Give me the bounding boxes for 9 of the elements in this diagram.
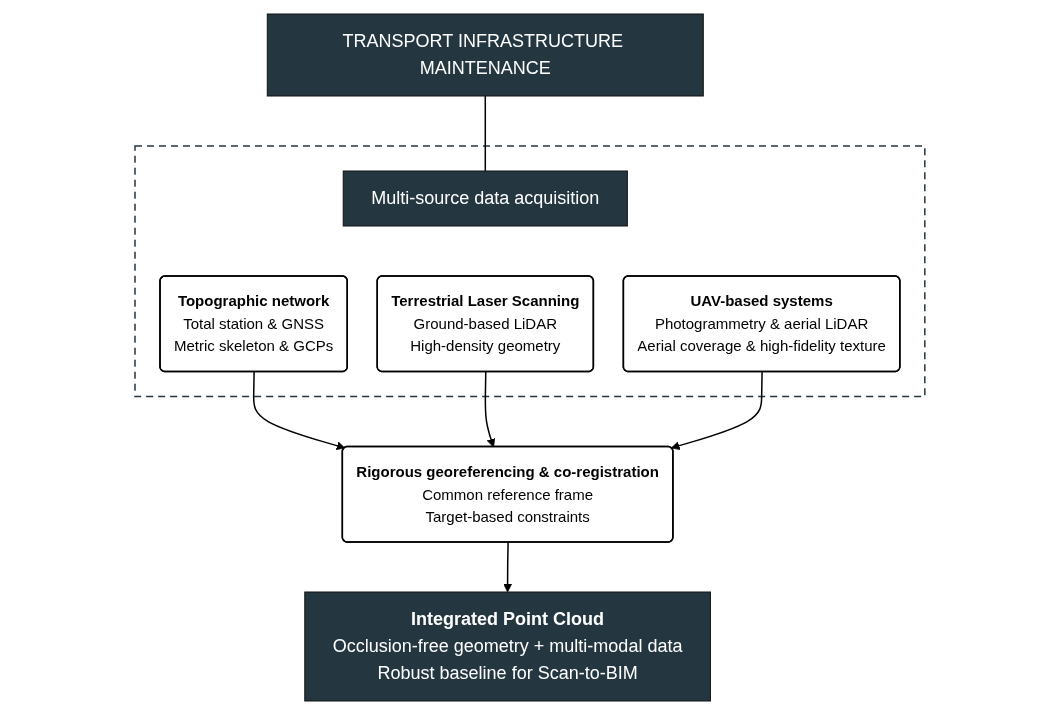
arrow (502, 541, 512, 592)
node-box: TRANSPORT INFRASTRUCTURE MAINTENANCE (266, 13, 704, 96)
arrow (670, 370, 763, 450)
connector (484, 94, 486, 172)
node-box: Integrated Point Cloud Occlusion-free geometry + multi-modal data Robust baseline for Scan-to-BIM (303, 591, 711, 701)
node-box: Multi-source data acquisition (342, 170, 628, 226)
cluster (133, 144, 926, 397)
arrow (484, 370, 495, 447)
arrow (252, 370, 345, 450)
